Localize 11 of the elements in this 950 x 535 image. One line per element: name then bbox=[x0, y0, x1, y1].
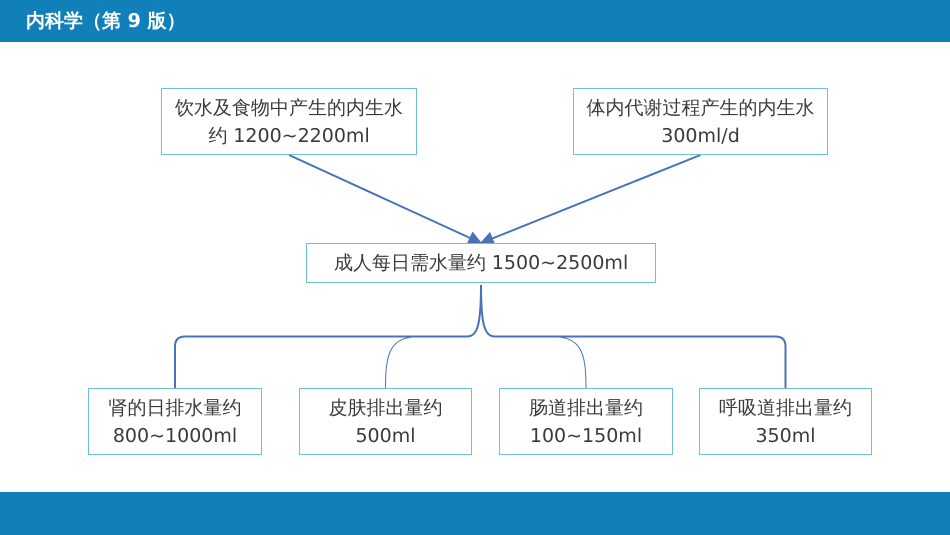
text-box: 呼吸道排出量约350ml bbox=[699, 388, 872, 455]
text-box: 肠道排出量约100~150ml bbox=[499, 388, 673, 455]
bracket-line bbox=[480, 285, 786, 388]
text-box: 成人每日需水量约 1500~2500ml bbox=[306, 243, 656, 283]
arrow bbox=[288, 154, 482, 244]
text-box: 饮水及食物中产生的内生水约 1200~2200ml bbox=[161, 88, 417, 155]
title: 内科学（第 9 版） bbox=[26, 9, 186, 34]
text-box: 体内代谢过程产生的内生水300ml/d bbox=[573, 88, 828, 155]
text-box: 皮肤排出量约500ml bbox=[299, 388, 472, 455]
text-box: 肾的日排水量约800~1000ml bbox=[88, 388, 262, 455]
arrow bbox=[480, 154, 701, 245]
